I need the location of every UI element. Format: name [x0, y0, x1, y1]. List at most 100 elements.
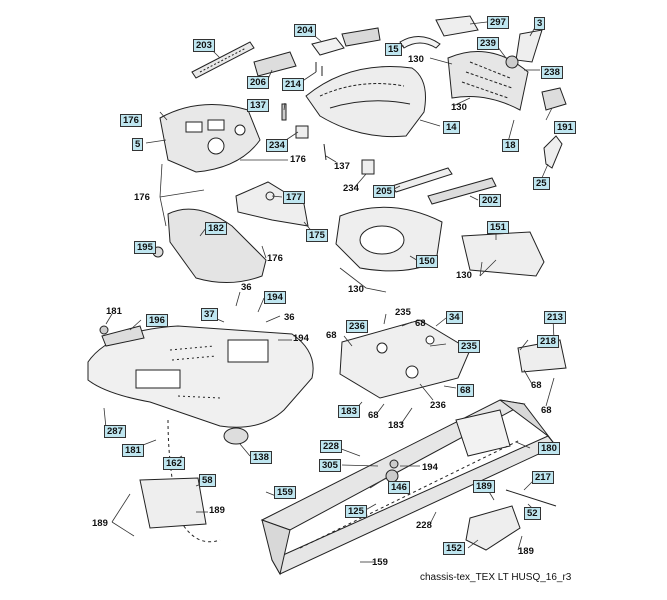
- callout-137: 137: [247, 99, 269, 112]
- callout-305: 305: [319, 459, 341, 472]
- part-203-bar: [191, 41, 255, 79]
- part-196-cover: [101, 325, 145, 347]
- callout-194: 194: [264, 291, 286, 304]
- part-34-plate: [339, 319, 471, 399]
- callout-152: 152: [443, 542, 465, 555]
- callout-52: 52: [524, 507, 541, 520]
- part-181-plug: [99, 325, 109, 335]
- callout-162: 162: [163, 457, 185, 470]
- callout-18: 18: [502, 139, 519, 152]
- callout-196: 196: [146, 314, 168, 327]
- callout-195: 195: [134, 241, 156, 254]
- callout-235: 235: [395, 307, 411, 318]
- callout-14: 14: [443, 121, 460, 134]
- callout-228: 228: [320, 440, 342, 453]
- part-137-rod: [323, 143, 327, 161]
- callout-234: 234: [266, 139, 288, 152]
- callout-36: 36: [284, 312, 295, 323]
- part-137-spring: [281, 103, 287, 121]
- part-214-screws: [315, 62, 323, 76]
- callout-138: 138: [250, 451, 272, 464]
- callout-176: 176: [290, 154, 306, 165]
- callout-176: 176: [120, 114, 142, 127]
- callout-159: 159: [372, 557, 388, 568]
- callout-5: 5: [132, 138, 144, 151]
- callout-15: 15: [385, 43, 402, 56]
- part-15-strip: [399, 36, 441, 49]
- callout-189: 189: [473, 480, 495, 493]
- callout-68: 68: [368, 410, 379, 421]
- part-234-plate-2: [361, 159, 375, 175]
- callout-151: 151: [487, 221, 509, 234]
- callout-203: 203: [193, 39, 215, 52]
- callout-191: 191: [554, 121, 576, 134]
- callout-205: 205: [373, 185, 395, 198]
- callout-189: 189: [518, 546, 534, 557]
- callout-177: 177: [283, 191, 305, 204]
- callout-189: 189: [209, 505, 225, 516]
- callout-182: 182: [205, 222, 227, 235]
- part-217-link: [505, 489, 557, 507]
- part-152-bracket: [465, 505, 521, 551]
- callout-68: 68: [457, 384, 474, 397]
- callout-176: 176: [267, 253, 283, 264]
- callout-189: 189: [92, 518, 108, 529]
- callout-68: 68: [326, 330, 337, 341]
- callout-204: 204: [294, 24, 316, 37]
- callout-159: 159: [274, 486, 296, 499]
- callout-130: 130: [348, 284, 364, 295]
- callout-287: 287: [104, 425, 126, 438]
- callout-181: 181: [122, 444, 144, 457]
- part-182-panel: [167, 208, 267, 284]
- callout-180: 180: [538, 442, 560, 455]
- callout-194: 194: [293, 333, 309, 344]
- callout-183: 183: [388, 420, 404, 431]
- callout-36: 36: [241, 282, 252, 293]
- callout-58: 58: [199, 474, 216, 487]
- callout-217: 217: [532, 471, 554, 484]
- callout-236: 236: [346, 320, 368, 333]
- part-3-bracket: [515, 29, 543, 63]
- callout-238: 238: [541, 66, 563, 79]
- callout-150: 150: [416, 255, 438, 268]
- callout-176: 176: [134, 192, 150, 203]
- callout-3: 3: [534, 17, 546, 30]
- callout-130: 130: [451, 102, 467, 113]
- callout-25: 25: [533, 177, 550, 190]
- part-5-dashboard: [159, 104, 261, 173]
- callout-137: 137: [334, 161, 350, 172]
- callout-213: 213: [544, 311, 566, 324]
- callout-239: 239: [477, 37, 499, 50]
- callout-68: 68: [415, 318, 426, 329]
- callout-175: 175: [306, 229, 328, 242]
- part-25-handle: [543, 135, 563, 169]
- callout-206: 206: [247, 76, 269, 89]
- part-202-bar: [427, 177, 497, 205]
- part-footrest: [87, 325, 314, 428]
- part-14-hood: [305, 66, 426, 138]
- diagram-caption: chassis-tex_TEX LT HUSQ_16_r3: [420, 572, 572, 583]
- callout-130: 130: [408, 54, 424, 65]
- callout-214: 214: [282, 78, 304, 91]
- callout-235: 235: [458, 340, 480, 353]
- part-175-bracket: [235, 181, 309, 227]
- callout-202: 202: [479, 194, 501, 207]
- callout-146: 146: [388, 481, 410, 494]
- part-58-bracket: [139, 477, 207, 529]
- part-191-cap: [541, 87, 567, 111]
- part-204-cover: [311, 27, 381, 56]
- callout-194: 194: [422, 462, 438, 473]
- part-206-module: [253, 51, 297, 77]
- part-194-nut: [389, 459, 399, 469]
- part-fender-assembly: [447, 51, 529, 111]
- callout-130: 130: [456, 270, 472, 281]
- part-151-bracket: [461, 231, 545, 277]
- callout-183: 183: [338, 405, 360, 418]
- part-150-console: [335, 206, 443, 272]
- callout-218: 218: [537, 335, 559, 348]
- callout-34: 34: [446, 311, 463, 324]
- callout-236: 236: [430, 400, 446, 411]
- callout-234: 234: [343, 183, 359, 194]
- part-138-cup: [223, 427, 249, 445]
